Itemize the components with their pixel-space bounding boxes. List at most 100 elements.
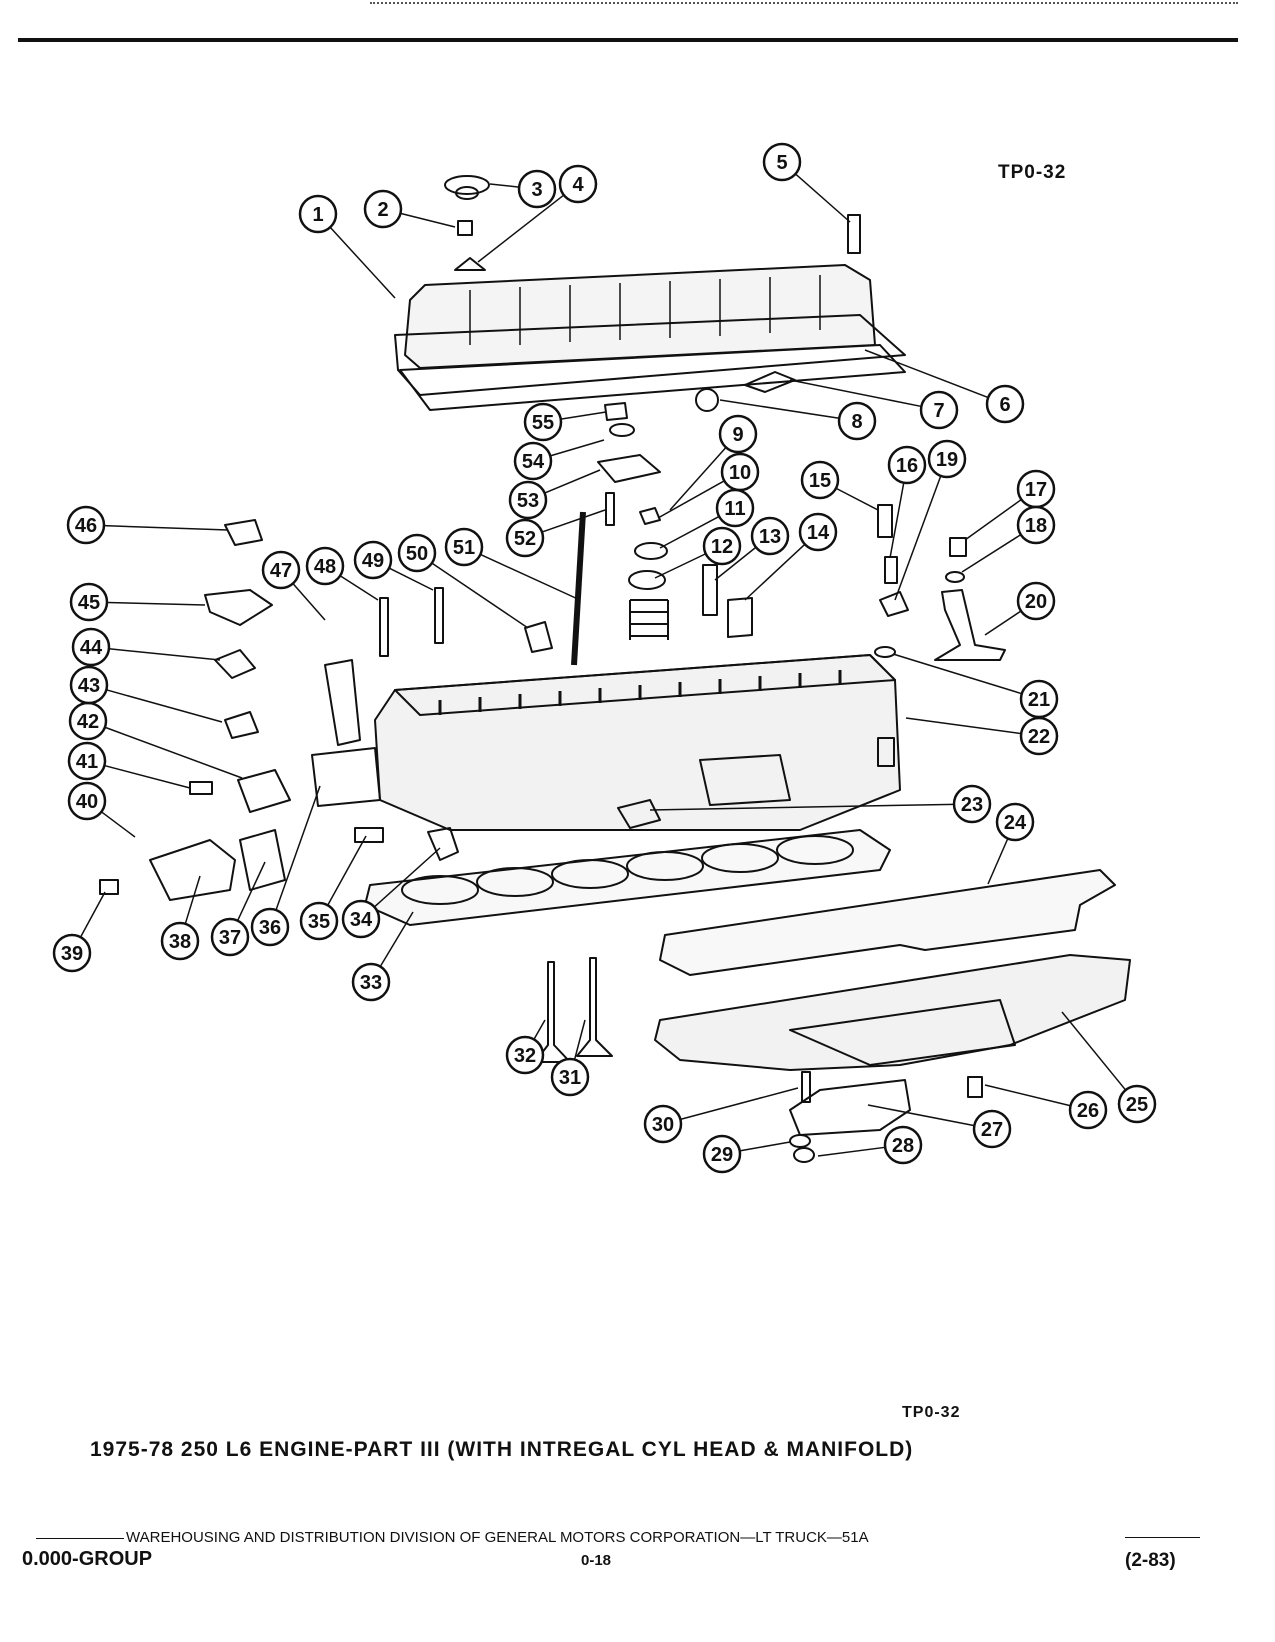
callout-47: 47: [261, 550, 301, 590]
gasket-44-part: [214, 649, 256, 679]
leader-line-14: [744, 543, 806, 601]
callout-27: 27: [972, 1109, 1012, 1149]
leader-line-45: [106, 601, 206, 606]
leader-line-25: [1061, 1011, 1127, 1091]
callout-circle: [305, 546, 345, 586]
callout-21: 21: [1019, 679, 1059, 719]
callout-circle: [523, 402, 563, 442]
rocker-cover-illustration: [394, 264, 906, 411]
stud-30-part: [801, 1071, 811, 1103]
callout-circle: [1068, 1090, 1108, 1130]
callout-number: 24: [1004, 812, 1027, 834]
leader-line-33: [379, 911, 414, 967]
callout-circle: [363, 189, 403, 229]
grommet-8-part: [695, 388, 719, 412]
washer-21-part: [874, 646, 896, 658]
callout-55: 55: [523, 402, 563, 442]
clip-19-part: [879, 591, 909, 617]
callout-circle: [762, 142, 802, 182]
grommet-4-part: [454, 257, 486, 271]
callout-circle: [508, 480, 548, 520]
callout-number: 55: [532, 412, 554, 434]
callout-number: 13: [759, 526, 781, 548]
callout-number: 46: [75, 515, 97, 537]
callout-53: 53: [508, 480, 548, 520]
callout-circle: [643, 1104, 683, 1144]
leader-line-31: [573, 1019, 586, 1060]
callout-number: 41: [76, 751, 98, 773]
callout-13: 13: [750, 516, 790, 556]
washer-29-part: [789, 1134, 811, 1148]
leader-line-20: [984, 610, 1022, 636]
callout-circle: [952, 784, 992, 824]
callout-number: 3: [531, 179, 542, 201]
callout-37: 37: [210, 917, 250, 957]
callout-circle: [67, 741, 107, 781]
callout-35: 35: [299, 901, 339, 941]
leader-line-52: [541, 509, 606, 533]
leader-line-2: [400, 212, 456, 228]
callout-9: 9: [718, 414, 758, 454]
callout-number: 7: [933, 400, 944, 422]
leader-line-27: [867, 1104, 975, 1127]
bolt-48-part: [379, 597, 389, 657]
callout-circle: [887, 445, 927, 485]
leader-line-55: [560, 411, 607, 420]
callout-circle: [718, 414, 758, 454]
callout-circle: [883, 1125, 923, 1165]
page-number: 0-18: [581, 1552, 612, 1569]
revision-date: (2-83): [1125, 1550, 1176, 1571]
stud-15-part: [877, 504, 893, 538]
callout-3: 3: [517, 169, 557, 209]
callout-number: 47: [270, 560, 292, 582]
leader-line-4: [477, 194, 565, 263]
egr-valve-38-part: [149, 839, 236, 901]
push-rod-51-part: [571, 511, 586, 666]
valve-lock-10-part: [639, 507, 661, 525]
callout-11: 11: [715, 488, 755, 528]
callout-number: 14: [807, 522, 830, 544]
group-label: 0.000-GROUP: [22, 1548, 153, 1570]
bolt-17-part: [949, 537, 967, 557]
callout-number: 54: [522, 451, 545, 473]
callout-circle: [298, 194, 338, 234]
callout-26: 26: [1068, 1090, 1108, 1130]
stud-22-part: [877, 737, 895, 767]
callout-39: 39: [52, 933, 92, 973]
leader-line-38: [184, 875, 201, 925]
leader-line-43: [106, 689, 223, 723]
nut-28-part: [793, 1147, 815, 1163]
outlet-45-part: [204, 589, 273, 626]
callout-number: 53: [517, 490, 539, 512]
callout-30: 30: [643, 1104, 683, 1144]
gasket-37-part: [239, 829, 286, 891]
leader-line-53: [544, 469, 601, 494]
callout-17: 17: [1016, 469, 1056, 509]
callout-24: 24: [995, 802, 1035, 842]
leader-lines: [79, 173, 1127, 1157]
callout-number: 6: [999, 394, 1010, 416]
callout-number: 10: [729, 462, 751, 484]
callout-1: 1: [298, 194, 338, 234]
callout-number: 51: [453, 537, 475, 559]
leader-line-32: [533, 1019, 546, 1040]
callout-34: 34: [341, 899, 381, 939]
bracket-47-part: [324, 659, 361, 746]
callout-number: 20: [1025, 591, 1047, 613]
callout-23: 23: [952, 784, 992, 824]
leader-line-22: [905, 717, 1022, 735]
callout-number: 5: [776, 152, 787, 174]
callout-circle: [513, 441, 553, 481]
leader-line-18: [961, 534, 1022, 573]
leader-line-54: [550, 439, 605, 457]
callout-number: 2: [377, 199, 388, 221]
callout-15: 15: [800, 460, 840, 500]
callout-circle: [558, 164, 598, 204]
callout-number: 33: [360, 972, 382, 994]
callout-circle: [927, 439, 967, 479]
leader-line-36: [275, 785, 321, 911]
callout-number: 31: [559, 1067, 581, 1089]
leader-line-42: [104, 726, 243, 779]
footer-publisher-line: WAREHOUSING AND DISTRIBUTION DIVISION OF…: [36, 1529, 1116, 1546]
filler-cap-part: [444, 175, 490, 195]
